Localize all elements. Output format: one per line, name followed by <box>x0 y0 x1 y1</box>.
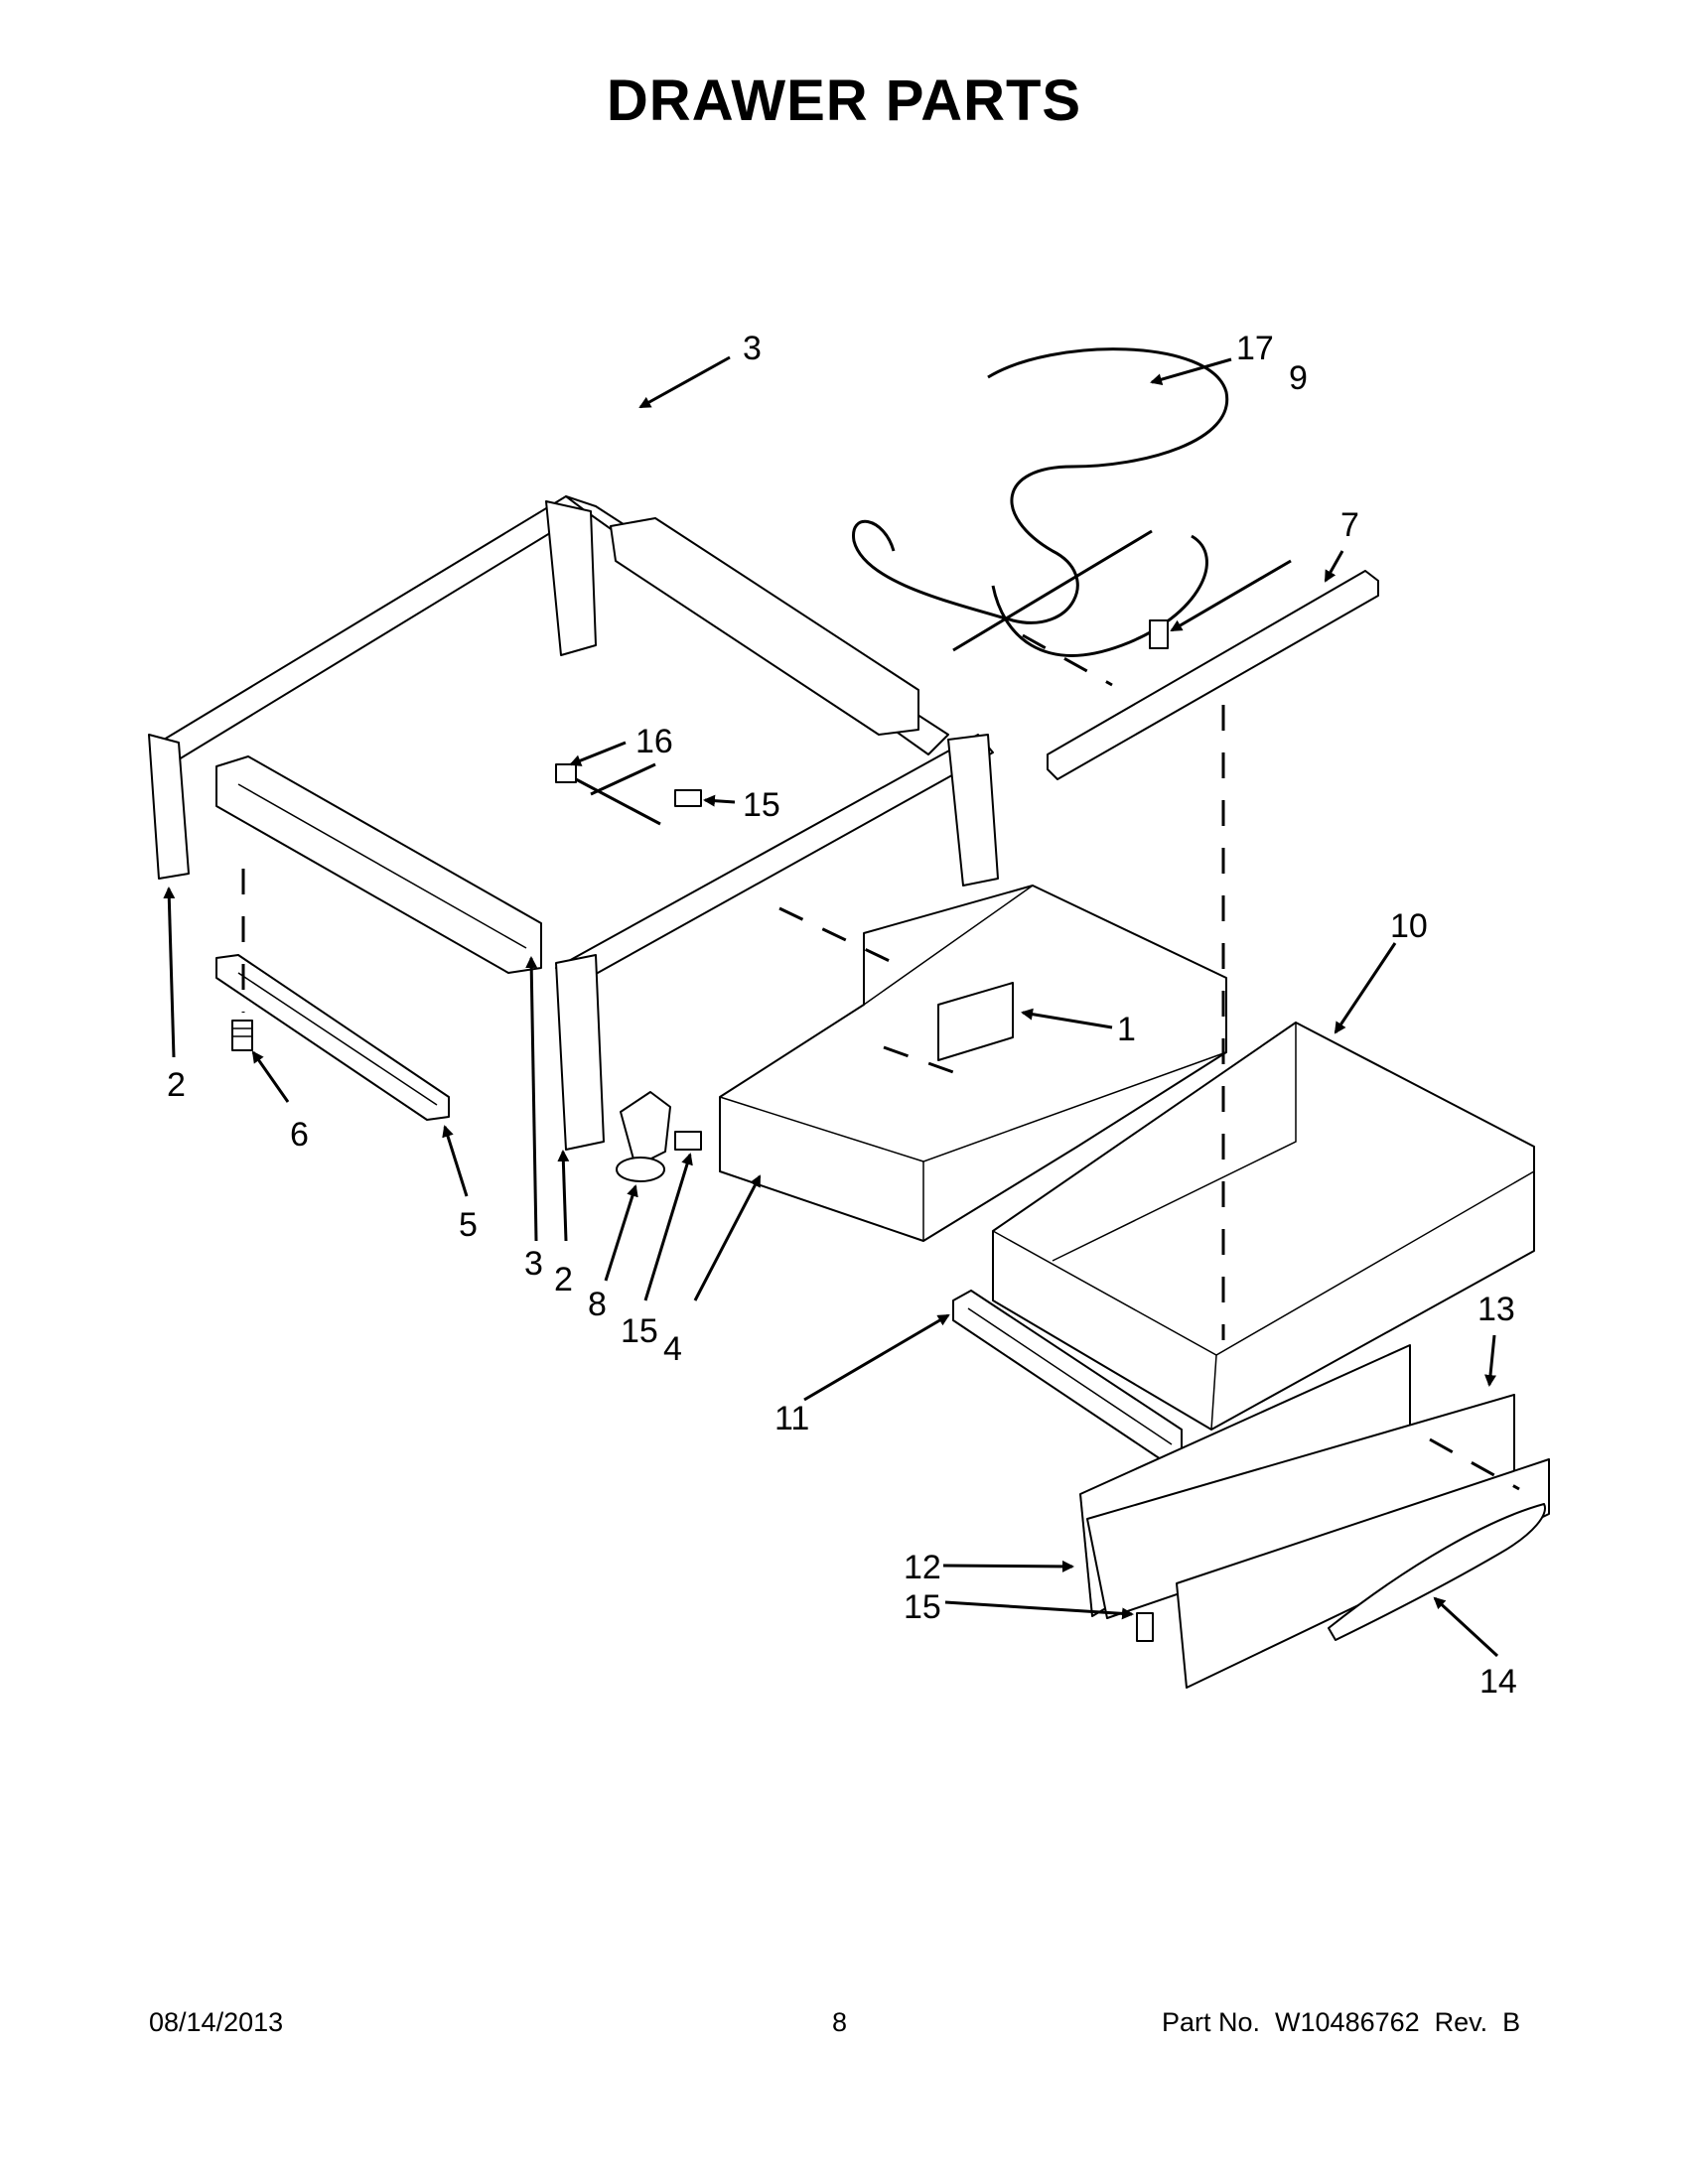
leader-arrows <box>163 355 1499 1658</box>
callout-14: 14 <box>1479 1663 1517 1701</box>
screw-part-15-upper <box>674 789 702 807</box>
sensor-part-16 <box>555 762 661 826</box>
callout-5: 5 <box>459 1206 478 1244</box>
callout-3-lower: 3 <box>524 1245 543 1283</box>
callout-15-lower: 15 <box>904 1588 941 1626</box>
frame-assembly <box>148 495 999 1151</box>
alignment-line <box>1429 1437 1520 1491</box>
clip-part-1 <box>937 982 1014 1061</box>
callout-7: 7 <box>1340 506 1359 544</box>
screw-part-9 <box>1149 619 1169 649</box>
callout-11: 11 <box>774 1400 809 1437</box>
callout-8: 8 <box>588 1286 607 1323</box>
alignment-line <box>1022 633 1113 687</box>
screw-part-15-lower <box>1136 1612 1154 1642</box>
callout-15-middle: 15 <box>621 1312 658 1350</box>
heating-element-part-17 <box>852 347 1229 657</box>
drawer-housing-part-4 <box>719 885 1227 1242</box>
callout-4: 4 <box>663 1330 682 1368</box>
callout-2-left: 2 <box>167 1066 186 1104</box>
footer-page-number: 8 <box>832 2007 848 2037</box>
callout-12: 12 <box>904 1549 941 1586</box>
handle-part-14 <box>1176 1458 1550 1689</box>
leveling-leg-part-6 <box>231 1020 253 1051</box>
anti-tip-part-8 <box>616 1091 671 1182</box>
callout-3-top: 3 <box>743 330 762 367</box>
callout-1: 1 <box>1117 1011 1136 1048</box>
callout-9: 9 <box>1289 359 1308 397</box>
callout-15-upper: 15 <box>743 786 780 824</box>
bracket-part-7 <box>1047 570 1379 780</box>
alignment-line <box>883 1045 954 1074</box>
footer-date: 08/14/2013 <box>149 2007 284 2037</box>
slide-part-5 <box>215 954 450 1121</box>
callout-16: 16 <box>635 723 673 760</box>
callout-13: 13 <box>1477 1291 1515 1328</box>
drawer-part-10 <box>992 1022 1535 1431</box>
alignment-line <box>778 906 895 965</box>
callout-6: 6 <box>290 1116 309 1154</box>
screw-part-15-middle <box>674 1131 702 1151</box>
footer-part-number: Part No. W10486762 Rev. B <box>1162 2007 1521 2037</box>
page-title: DRAWER PARTS <box>606 68 1082 133</box>
callout-2-lower: 2 <box>554 1261 573 1298</box>
callout-17: 17 <box>1236 330 1274 367</box>
callout-10: 10 <box>1390 907 1428 945</box>
